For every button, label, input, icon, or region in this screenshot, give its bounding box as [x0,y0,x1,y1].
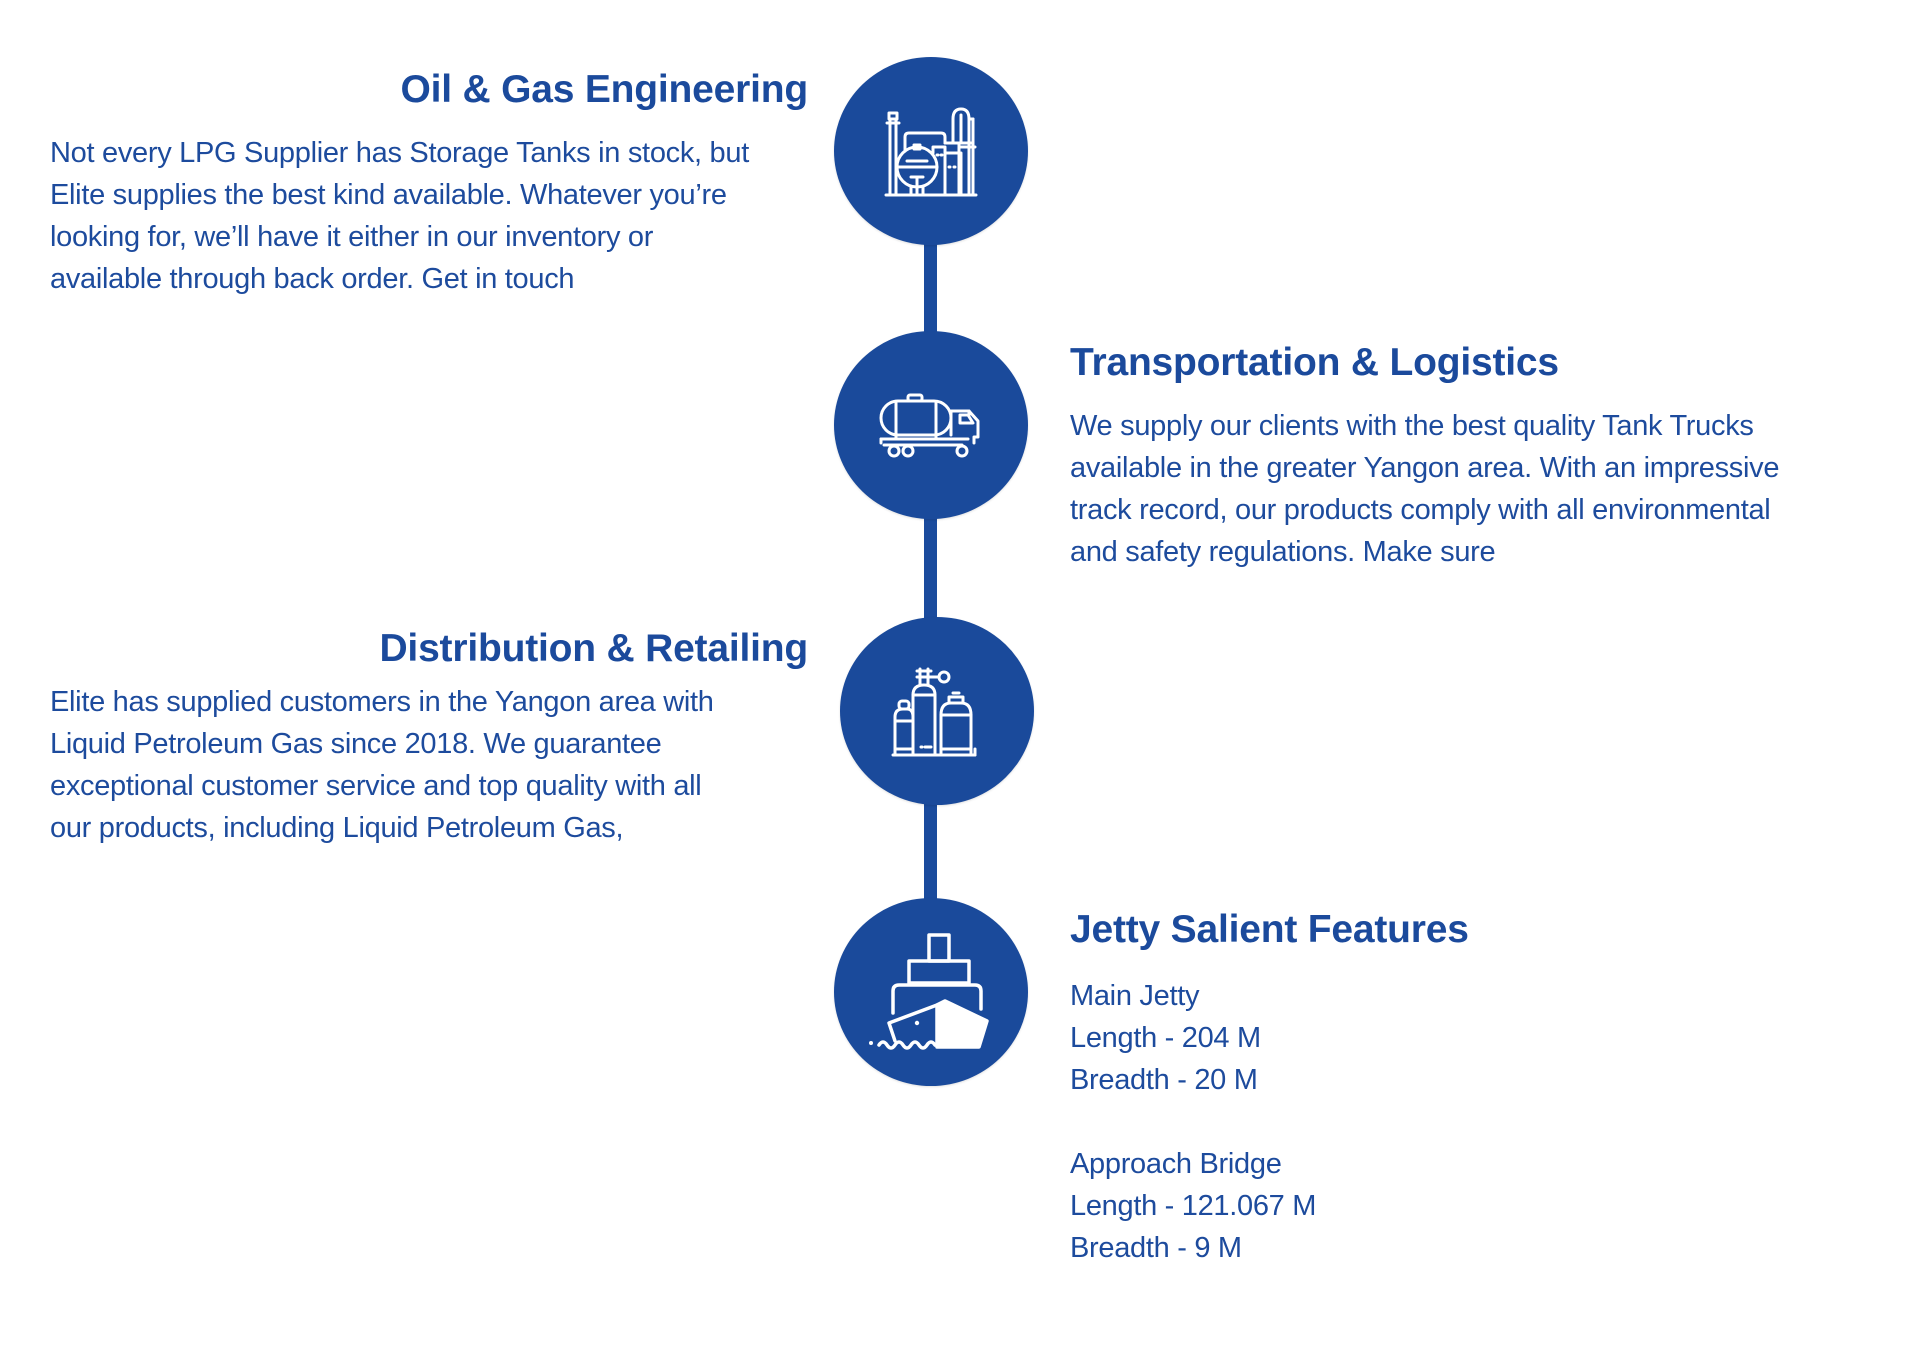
timeline-connector [924,800,937,903]
description-line: Not every LPG Supplier has Storage Tanks… [50,137,749,169]
section-description: Not every LPG Supplier has Storage Tanks… [50,132,820,300]
section-title: Transportation & Logistics [1070,341,1559,384]
spec-main-jetty-length: Length - 204 M [1070,1022,1261,1054]
section-description: Elite has supplied customers in the Yang… [50,681,820,849]
gas-cylinders-icon [891,667,977,757]
tank-truck-icon [879,393,980,458]
description-line: track record, our products comply with a… [1070,494,1771,526]
description-line: and safety regulations. Make sure [1070,536,1496,568]
description-line: We supply our clients with the best qual… [1070,410,1754,442]
spec-main-jetty-label: Main Jetty [1070,980,1200,1012]
timeline-connector [924,240,937,336]
spec-approach-bridge-breadth: Breadth - 9 M [1070,1232,1242,1264]
section-title: Oil & Gas Engineering [400,68,808,111]
description-line: our products, including Liquid Petroleum… [50,812,624,844]
timeline-node [834,57,1028,245]
jetty-spec-list: Main Jetty Length - 204 M Breadth - 20 M… [1070,975,1316,1269]
description-line: looking for, we’ll have it either in our… [50,221,654,253]
spec-spacer [1070,1101,1316,1143]
refinery-icon [884,107,978,197]
description-line: available through back order. Get in tou… [50,263,575,295]
section-description: We supply our clients with the best qual… [1070,405,1890,573]
description-line: Liquid Petroleum Gas since 2018. We guar… [50,728,662,760]
spec-approach-bridge-label: Approach Bridge [1070,1148,1282,1180]
description-line: available in the greater Yangon area. Wi… [1070,452,1780,484]
description-line: exceptional customer service and top qua… [50,770,702,802]
ship-icon [869,933,989,1050]
timeline-connector [924,512,937,622]
timeline-node [834,331,1028,519]
description-line: Elite supplies the best kind available. … [50,179,727,211]
section-title: Distribution & Retailing [379,627,808,670]
description-line: Elite has supplied customers in the Yang… [50,686,714,718]
spec-main-jetty-breadth: Breadth - 20 M [1070,1064,1258,1096]
timeline-node [840,617,1034,805]
spec-approach-bridge-length: Length - 121.067 M [1070,1190,1317,1222]
section-title: Jetty Salient Features [1070,908,1469,951]
timeline-node [834,898,1028,1086]
